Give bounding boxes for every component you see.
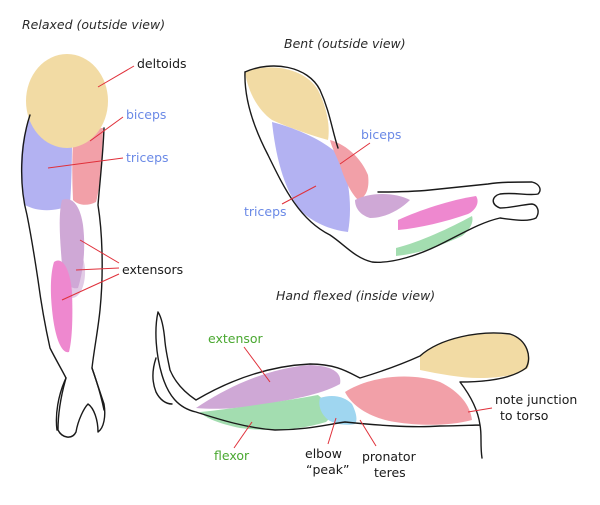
relaxed-pink-muscle [50, 260, 73, 353]
relaxed-view-title: Relaxed (outside view) [22, 17, 165, 32]
flexed-deltoid-muscle [420, 333, 530, 378]
bent-pink-muscle [398, 196, 478, 230]
bent-flexor-muscle [396, 216, 473, 256]
leader-extensors-1 [79, 239, 120, 264]
flexed-hand-outline [152, 357, 173, 405]
label-deltoids: deltoids [137, 56, 187, 71]
relaxed-arm-outline [20, 114, 106, 438]
label-biceps-relaxed: biceps [126, 107, 166, 122]
label-extensor: extensor [208, 331, 264, 346]
label-elbow-peak-line1: elbow [305, 446, 342, 461]
label-pronator-line2: teres [374, 465, 406, 480]
flexed-pronator-muscle [319, 396, 357, 425]
label-junction-line1: note junction [495, 392, 577, 407]
relaxed-hand-outline [55, 367, 105, 431]
leader-extensors-2 [75, 267, 120, 271]
leader-triceps-bent [281, 185, 317, 205]
label-biceps-bent: biceps [361, 127, 401, 142]
flexed-arm-outline [155, 311, 530, 459]
leader-biceps-bent [339, 142, 371, 165]
leader-pronator [359, 419, 377, 447]
flexed-view: Hand flexed (inside view) [152, 288, 530, 459]
relaxed-view: Relaxed (outside view) [20, 17, 165, 438]
leader-extensor [243, 346, 271, 383]
bent-triceps-muscle [272, 122, 350, 232]
bent-view: Bent (outside view) [244, 36, 541, 263]
leader-biceps-relaxed [89, 116, 124, 142]
flexed-view-title: Hand flexed (inside view) [276, 288, 435, 303]
flexed-extensor-muscle [196, 365, 341, 409]
leader-extensors-3 [61, 273, 120, 301]
relaxed-biceps-muscle [72, 128, 103, 205]
relaxed-deltoid-muscle [26, 54, 108, 148]
bent-biceps-muscle [330, 140, 369, 200]
leader-junction [467, 407, 493, 413]
bent-upper-outline [244, 65, 339, 149]
label-triceps-relaxed: triceps [126, 150, 169, 165]
leader-flexor [233, 421, 253, 449]
label-pronator-line1: pronator [362, 449, 417, 464]
flexed-biceps-muscle [345, 376, 472, 425]
label-flexor: flexor [214, 448, 250, 463]
leader-deltoids [97, 65, 135, 88]
bent-arm-outline [244, 71, 541, 263]
leader-triceps-relaxed [47, 157, 124, 169]
bent-extensor-muscle [355, 194, 410, 218]
bent-view-title: Bent (outside view) [284, 36, 406, 51]
label-elbow-peak-line2: “peak” [306, 462, 349, 477]
label-extensors: extensors [122, 262, 183, 277]
leader-elbow-peak [327, 417, 337, 445]
label-triceps-bent: triceps [244, 204, 287, 219]
bent-deltoid-muscle [245, 67, 329, 140]
label-junction-line2: to torso [500, 408, 548, 423]
flexed-flexor-muscle [200, 395, 331, 430]
